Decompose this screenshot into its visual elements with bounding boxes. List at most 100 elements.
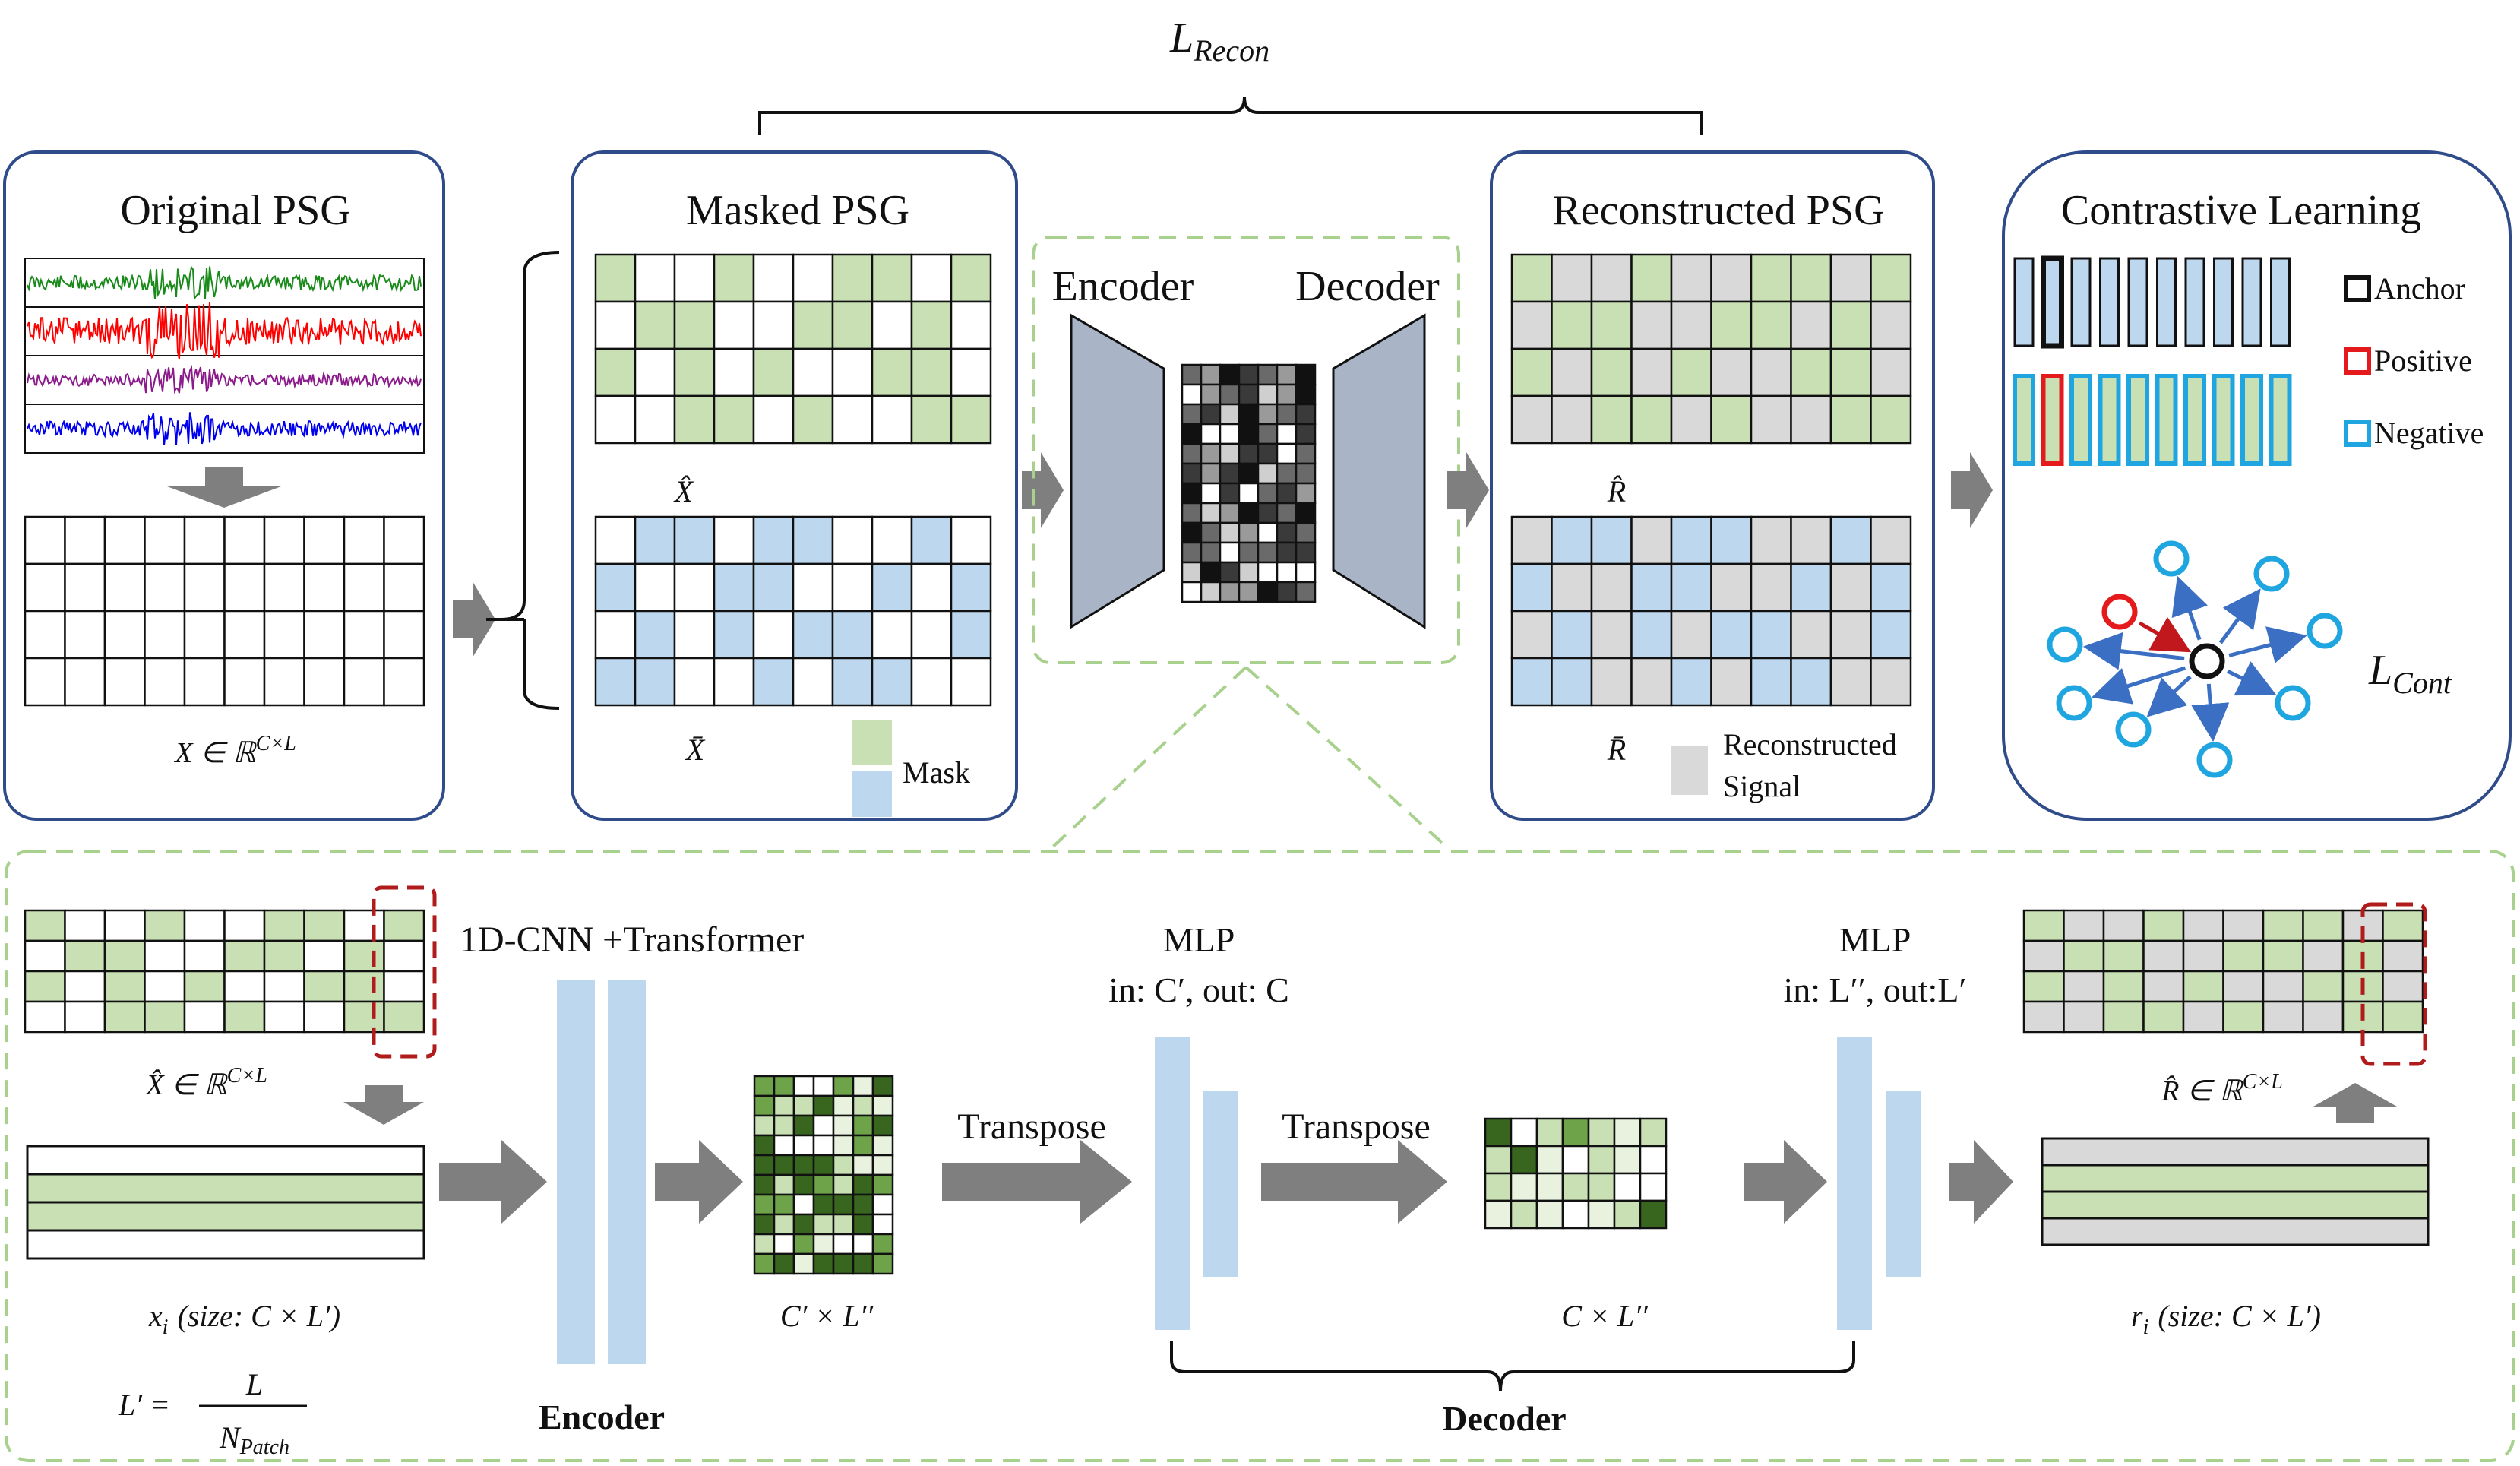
grid-cell [752, 253, 795, 303]
grid-cell [1670, 394, 1712, 445]
grid-cell [103, 970, 146, 1003]
signal-blue [27, 412, 422, 446]
detail-patch-strip [26, 1145, 425, 1260]
grid-cell [792, 1213, 815, 1236]
grid-cell [713, 657, 755, 707]
latent-detail-grid [753, 1075, 894, 1275]
grid-cell [1587, 1145, 1616, 1175]
grid-cell [1630, 562, 1673, 613]
output-patch-strip [2041, 1137, 2430, 1246]
grid-cell [1790, 253, 1832, 303]
grid-cell [24, 1000, 66, 1034]
grid-cell [1484, 1172, 1513, 1202]
grid-cell [753, 1233, 776, 1255]
grid-cell [1613, 1117, 1642, 1148]
grid-cell [634, 657, 676, 707]
negative-node [2253, 556, 2290, 592]
grid-cell [1870, 300, 1912, 350]
svg-text:L′ =: L′ = [118, 1388, 170, 1422]
grid-cell [2142, 1000, 2185, 1034]
negative-node [2047, 626, 2083, 663]
grid-cell [634, 610, 676, 660]
grid-cell [1276, 561, 1298, 584]
grid-cell [1276, 541, 1298, 564]
grid-cell [773, 1154, 795, 1176]
grid-cell [343, 610, 385, 660]
grid-cell [2063, 939, 2105, 973]
grid-cell [673, 347, 716, 397]
grid-cell [1870, 253, 1912, 303]
grid-cell [1790, 347, 1832, 397]
grid-cell [673, 515, 716, 565]
grid-cell [1276, 363, 1298, 386]
grid-cell [103, 610, 146, 660]
grid-cell [223, 1000, 266, 1034]
detail-output-formula: R̂∈ℝC×L [2161, 1070, 2283, 1107]
grid-cell [1790, 515, 1832, 565]
grid-cell [103, 939, 146, 973]
negative-node [2056, 685, 2092, 721]
grid-cell [2142, 970, 2185, 1003]
arrow-encoder-to-latent [655, 1140, 743, 1224]
decoder-bold-label: Decoder [1442, 1399, 1566, 1438]
negative-node [2307, 613, 2343, 649]
grid-cell [1181, 363, 1203, 386]
grid-cell [1510, 1117, 1538, 1148]
grid-cell [144, 562, 186, 613]
segment [2070, 257, 2092, 347]
grid-cell [1257, 581, 1279, 603]
grid-cell [871, 300, 913, 350]
grid-cell [753, 1114, 776, 1137]
legend-anchor-box [2344, 275, 2371, 302]
grid-cell [773, 1233, 795, 1255]
grid-cell [792, 610, 834, 660]
arrow-mlp-2-to-output [1949, 1140, 2013, 1224]
grid-cell [1200, 581, 1222, 603]
zoom-line-left [1051, 666, 1247, 849]
grid-cell [1535, 1117, 1564, 1148]
grid-cell [852, 1193, 874, 1216]
grid-cell [1670, 562, 1712, 613]
grid-cell [1829, 657, 1872, 707]
grid-cell [1590, 253, 1633, 303]
grid-cell [831, 515, 874, 565]
grid-cell [1484, 1145, 1513, 1175]
grid-recon-blue [1510, 515, 1912, 707]
detail-input-grid [24, 909, 425, 1034]
grid-cell [1710, 562, 1753, 613]
grid-cell [1238, 541, 1260, 564]
masked-label-bottom: X̄ [685, 733, 706, 767]
grid-cell [144, 610, 186, 660]
grid-cell [1710, 253, 1753, 303]
grid-cell [1750, 515, 1792, 565]
grid-cell [1630, 253, 1673, 303]
grid-cell [713, 562, 755, 613]
grid-cell [2182, 909, 2224, 942]
grid-cell [1790, 394, 1832, 445]
grid-cell [634, 515, 676, 565]
grid-cell [852, 1252, 874, 1275]
arrow-strip-to-encoder [439, 1140, 547, 1224]
ae-encoder-shape [1070, 313, 1165, 629]
lprime-formula: L′ = L NPatch [118, 1367, 307, 1459]
grid-cell [1639, 1172, 1668, 1202]
grid-cell [1295, 561, 1317, 584]
grid-cell [792, 394, 834, 445]
grid-cell [713, 515, 755, 565]
grid-cell [383, 970, 425, 1003]
grid-cell [1630, 515, 1673, 565]
grid-cell [1181, 442, 1203, 465]
grid-cell [1238, 502, 1260, 524]
negative-node [2153, 540, 2190, 577]
grid-cell [792, 1134, 815, 1157]
grid-cell [1219, 541, 1241, 564]
grid-cell [832, 1134, 855, 1157]
segment [2127, 257, 2148, 347]
grid-cell [1630, 347, 1673, 397]
grid-cell [871, 347, 913, 397]
signal-purple [27, 365, 422, 394]
grid-cell [1710, 515, 1753, 565]
mlp-2-title: MLP [1839, 920, 1911, 959]
grid-cell [2102, 1000, 2145, 1034]
ae-encoder-label: Encoder [1052, 263, 1194, 310]
